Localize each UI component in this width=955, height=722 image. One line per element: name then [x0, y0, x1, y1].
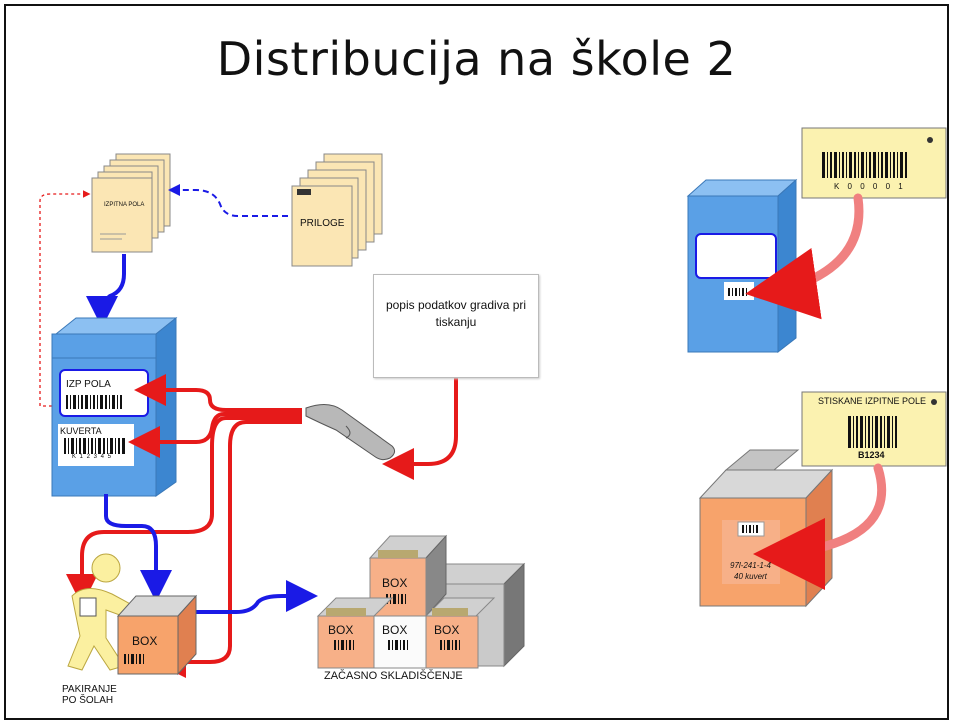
- labeled-box: [698, 449, 834, 608]
- scan-arrows: [66, 374, 302, 678]
- packing-box: [116, 594, 198, 676]
- kuverta-label: KUVERTA: [60, 426, 102, 436]
- storage-box-right-label: BOX: [434, 623, 460, 637]
- storage-boxes: [316, 534, 526, 669]
- izp-pola-label: IZP POLA: [66, 379, 111, 390]
- storage-box-left-label: BOX: [328, 623, 354, 637]
- barcode-scanner: [305, 404, 396, 461]
- worker-figure: [67, 553, 135, 671]
- attachments-stack: [291, 153, 383, 267]
- print-data-note: popis podatkov gradiva pri tiskanju: [373, 274, 539, 378]
- box-tag-line1: 97l-241-1-4: [730, 561, 771, 570]
- storage-box-middle-label: BOX: [382, 623, 408, 637]
- container-to-box-arrow: [104, 494, 172, 602]
- feedback-dashed-arrow: [39, 190, 91, 407]
- slide-title: Distribucija na škole 2: [216, 32, 737, 86]
- label1-arrow: [745, 193, 864, 320]
- storage-box-top: [368, 534, 448, 618]
- packing-box-label: BOX: [132, 634, 158, 648]
- packing-label-line1: PAKIRANJE: [62, 684, 117, 695]
- storage-box-left: [316, 597, 394, 669]
- label1-code: K 0 0 0 0 1: [834, 182, 906, 191]
- container-barcodes: [64, 395, 125, 454]
- storage-box-top-label: BOX: [382, 576, 408, 590]
- attachments-arrow: [168, 184, 288, 217]
- attachments-label: PRILOGE: [300, 218, 345, 229]
- label2-title: STISKANE IZPITNE POLE: [818, 396, 927, 406]
- sheets-to-container-arrow: [86, 254, 126, 328]
- blue-container: [51, 316, 178, 497]
- note-to-scanner-arrow: [382, 344, 458, 480]
- labeled-container: [686, 178, 798, 354]
- diagram: [39, 127, 947, 678]
- storage-box-middle: [373, 615, 427, 669]
- label2-code: B1234: [858, 450, 885, 460]
- box-tag-text: 97l-241-1-4 40 kuvert: [730, 560, 771, 582]
- box-to-storage-arrow: [196, 580, 318, 614]
- box-label-tag: [801, 391, 947, 467]
- label2-arrow: [753, 463, 887, 590]
- container-label-tag: [801, 127, 947, 199]
- exam-sheet-label: IZPITNA POLA: [104, 202, 145, 208]
- slide: Distribucija na škole 2: [4, 4, 949, 720]
- exam-sheets-stack: [91, 153, 171, 253]
- kuverta-code: K 1 2 3 4 5: [72, 454, 113, 460]
- storage-label: ZAČASNO SKLADIŠČENJE: [324, 670, 463, 682]
- box-tag-line2: 40 kuvert: [734, 572, 767, 581]
- packing-label-line2: PO ŠOLAH: [62, 695, 114, 706]
- storage-box-right: [424, 597, 496, 669]
